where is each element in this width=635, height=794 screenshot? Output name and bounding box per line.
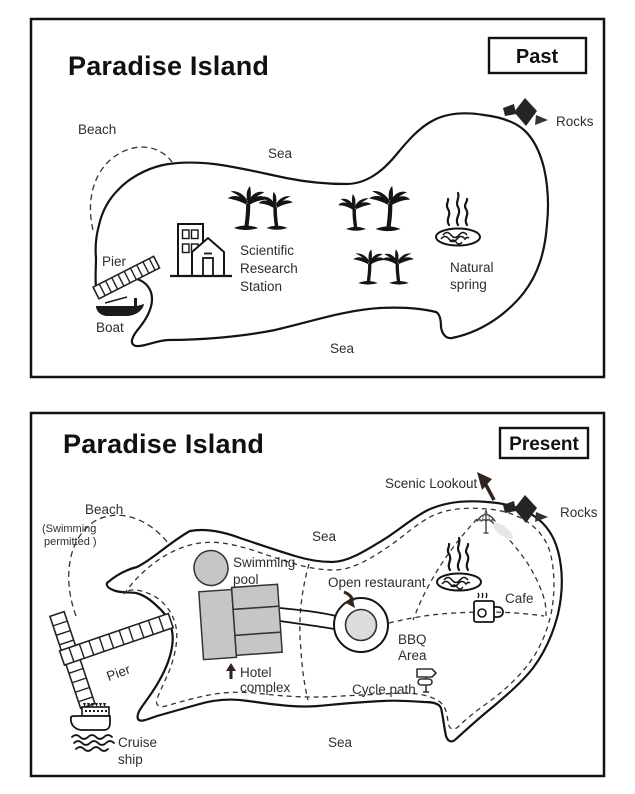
scenic-lookout-pointer-icon — [477, 472, 496, 501]
rocks-label: Rocks — [560, 505, 598, 520]
natural-spring-label: spring — [450, 277, 487, 292]
present-map-panel: Paradise Island Present — [29, 411, 606, 778]
station-label: Research — [240, 261, 298, 276]
hotel-up-arrow-icon — [226, 663, 236, 679]
bbq-area-label: Area — [398, 648, 427, 663]
restaurant-walkway — [279, 607, 337, 617]
bbq-area-label: BBQ — [398, 632, 427, 647]
boat-icon — [96, 296, 144, 316]
present-map-title: Paradise Island — [63, 429, 264, 459]
past-map-title: Paradise Island — [68, 51, 269, 81]
present-tag-label: Present — [509, 434, 579, 455]
cruise-ship-label: ship — [118, 752, 143, 767]
cruise-ship-icon — [69, 703, 115, 752]
research-station-building-icon — [170, 223, 232, 278]
beach-dashed-outline — [68, 514, 169, 617]
lookout-path-right — [490, 520, 547, 617]
pier-jetty-icon — [91, 255, 161, 300]
past-tag-label: Past — [516, 46, 559, 68]
past-tag-box — [487, 36, 588, 75]
present-tag-box — [498, 426, 590, 460]
scenic-lookout-label: Scenic Lookout — [385, 476, 478, 491]
beach-label: Beach — [85, 502, 123, 517]
cycle-path-signpost-icon — [416, 668, 437, 693]
pier-label: Pier — [102, 254, 127, 269]
beach-note-label: permitted ) — [44, 536, 97, 548]
cafe-path — [388, 611, 545, 624]
cafe-label: Cafe — [505, 591, 534, 606]
restaurant-walkway — [279, 620, 335, 630]
umbrella-shadow — [493, 522, 513, 540]
sea-top-label: Sea — [268, 146, 293, 161]
swimming-pool-shape — [193, 549, 229, 587]
lookout-path-left — [412, 518, 478, 621]
swimming-pool-label: pool — [233, 572, 259, 587]
past-island-coastline — [94, 112, 550, 348]
station-label: Station — [240, 279, 282, 294]
hotel-complex-label: Hotel — [240, 665, 272, 680]
cruise-ship-label: Cruise — [118, 735, 157, 750]
open-restaurant-arrow-icon — [343, 590, 355, 608]
open-restaurant-label: Open restaurant — [328, 575, 426, 590]
beach-note-label: (Swimming — [42, 523, 96, 535]
hotel-complex-buildings — [197, 583, 284, 661]
past-map-panel: Paradise Island Past — [29, 17, 606, 379]
boat-label: Boat — [96, 320, 124, 335]
beach-label: Beach — [78, 122, 116, 137]
sea-top-label: Sea — [312, 529, 337, 544]
natural-spring-label: Natural — [450, 260, 494, 275]
sea-bottom-label: Sea — [328, 735, 353, 750]
hotel-complex-label: complex — [240, 680, 291, 695]
sea-bottom-label: Sea — [330, 341, 355, 356]
bbq-ring — [333, 597, 389, 653]
rocks-label: Rocks — [556, 114, 594, 129]
cross-pier-jetty-icon — [48, 610, 175, 710]
cafe-mug-icon — [473, 592, 504, 623]
cycle-path-coastal-loop — [123, 507, 555, 730]
cycle-path-label: Cycle path — [352, 682, 416, 697]
swimming-pool-label: Swimming — [233, 555, 295, 570]
station-label: Scientific — [240, 243, 294, 258]
beach-umbrella-icon — [476, 509, 496, 534]
